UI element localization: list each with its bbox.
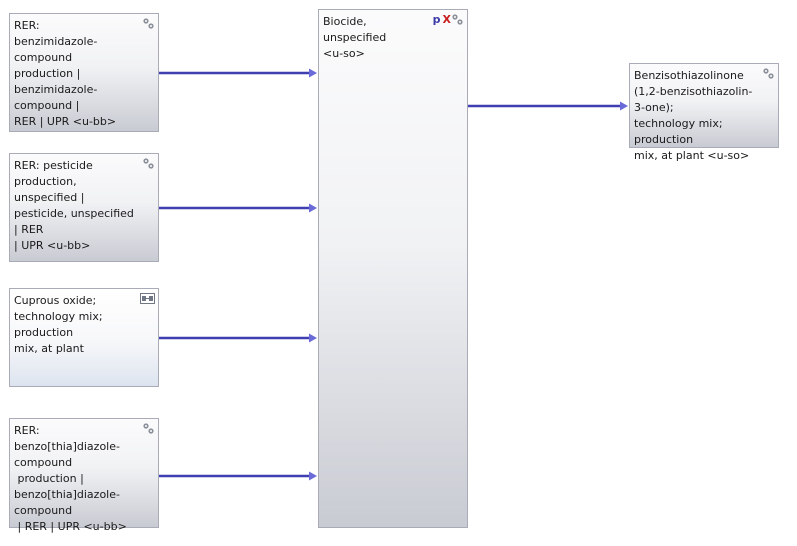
process-label: RER: pesticide production, unspecified |… bbox=[14, 159, 134, 252]
gear-icon bbox=[143, 158, 154, 169]
gear-icon bbox=[452, 14, 463, 25]
process-label: RER: benzimidazole-compound production |… bbox=[14, 19, 117, 128]
process-label: RER: benzo[thia]diazole-compound product… bbox=[14, 424, 127, 533]
flow-arrowhead-n1-to-center bbox=[309, 68, 317, 78]
flow-arrowhead-n2-to-center bbox=[309, 203, 317, 213]
gear-icon bbox=[143, 18, 154, 29]
system-process-icon bbox=[140, 293, 155, 304]
process-node-benzimidazole[interactable]: RER: benzimidazole-compound production |… bbox=[9, 13, 159, 132]
badge-x[interactable]: X bbox=[442, 13, 451, 26]
gear-icon bbox=[143, 423, 154, 434]
flow-arrowhead-n4-to-center bbox=[309, 471, 317, 481]
gear-icon bbox=[763, 68, 774, 79]
process-label: Cuprous oxide; technology mix; productio… bbox=[14, 294, 103, 355]
process-node-pesticide[interactable]: RER: pesticide production, unspecified |… bbox=[9, 153, 159, 262]
flow-arrowhead-center-to-out bbox=[620, 101, 628, 111]
badge-p[interactable]: p bbox=[432, 13, 441, 26]
process-node-benzisothiazolinone[interactable]: Benzisothiazolinone (1,2-benzisothiazoli… bbox=[629, 63, 779, 162]
process-node-cuprous-oxide[interactable]: Cuprous oxide; technology mix; productio… bbox=[9, 288, 159, 387]
flow-arrowhead-n3-to-center bbox=[309, 333, 317, 343]
process-label: Biocide, unspecified <u-so> bbox=[323, 15, 387, 60]
process-node-benzothiadiazole[interactable]: RER: benzo[thia]diazole-compound product… bbox=[9, 418, 159, 533]
process-label: Benzisothiazolinone (1,2-benzisothiazoli… bbox=[634, 69, 753, 162]
